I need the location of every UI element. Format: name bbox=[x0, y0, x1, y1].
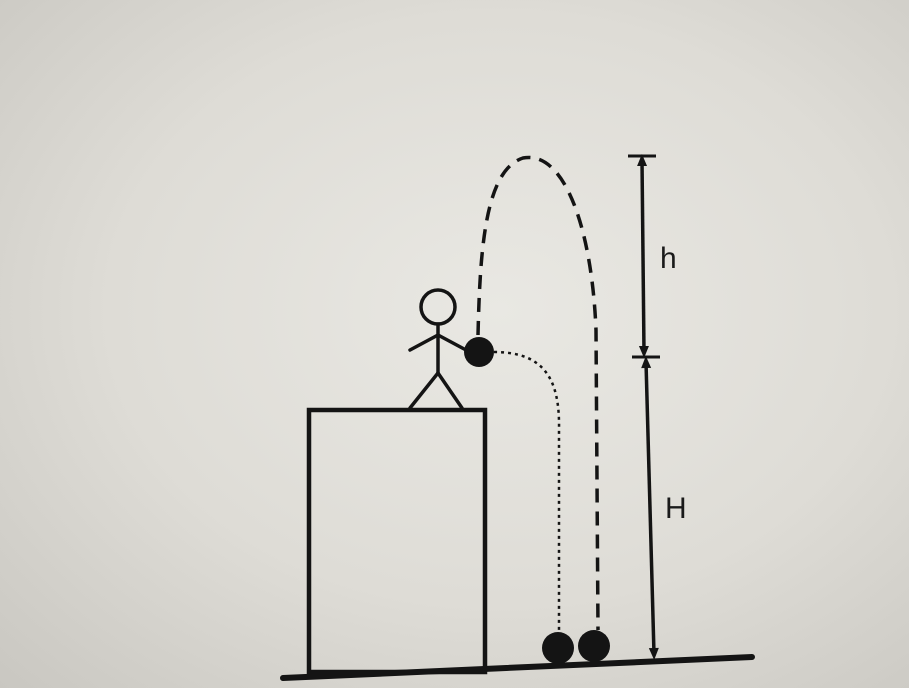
drop-trajectory bbox=[493, 350, 561, 630]
building bbox=[306, 407, 488, 675]
H-dimension-arrow bbox=[641, 356, 659, 660]
upward-trajectory bbox=[476, 155, 600, 631]
ball-in-hand bbox=[464, 337, 494, 367]
h-dimension-arrow bbox=[637, 154, 649, 358]
ball-landed-thrown bbox=[578, 630, 610, 662]
person-figure bbox=[408, 288, 468, 410]
ground-line bbox=[280, 654, 755, 681]
person-left-leg bbox=[408, 371, 440, 410]
label-h: h bbox=[660, 242, 677, 275]
label-H: H bbox=[665, 492, 687, 525]
person-head bbox=[419, 288, 457, 326]
person-right-leg bbox=[436, 371, 464, 410]
person-left-arm bbox=[408, 333, 440, 352]
person-right-arm bbox=[436, 333, 468, 352]
ball-landed-dropped bbox=[542, 632, 574, 664]
